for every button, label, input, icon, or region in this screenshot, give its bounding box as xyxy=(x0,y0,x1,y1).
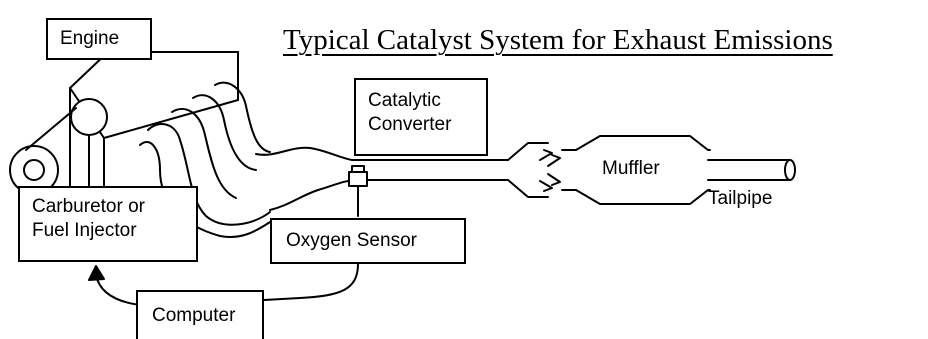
oxygen-sensor-label: Oxygen Sensor xyxy=(286,230,417,251)
tailpipe-label: Tailpipe xyxy=(708,188,773,209)
computer-label-box: Computer xyxy=(136,290,264,339)
engine-label: Engine xyxy=(60,28,120,49)
muffler-label: Muffler xyxy=(602,158,660,179)
oxygen-sensor-probe xyxy=(348,165,368,217)
engine-label-box: Engine xyxy=(46,18,152,60)
carburetor-label-line-1: Carburetor or xyxy=(32,196,145,217)
catalytic-converter-label-line-1: Catalytic xyxy=(368,90,441,111)
pulley xyxy=(9,107,77,197)
computer-label: Computer xyxy=(152,305,236,326)
oxygen-sensor-label-box: Oxygen Sensor xyxy=(270,218,466,264)
catalytic-converter-label-box: Catalytic Converter xyxy=(354,78,488,156)
tailpipe-tube xyxy=(707,159,796,181)
converter-muffler-section xyxy=(507,135,711,205)
diagram-title: Typical Catalyst System for Exhaust Emis… xyxy=(283,24,833,56)
exhaust-pipe xyxy=(255,146,509,211)
carburetor-label-box: Carburetor or Fuel Injector xyxy=(18,186,198,262)
carburetor-label-line-2: Fuel Injector xyxy=(32,220,137,241)
catalytic-converter-label-line-2: Converter xyxy=(368,114,452,135)
